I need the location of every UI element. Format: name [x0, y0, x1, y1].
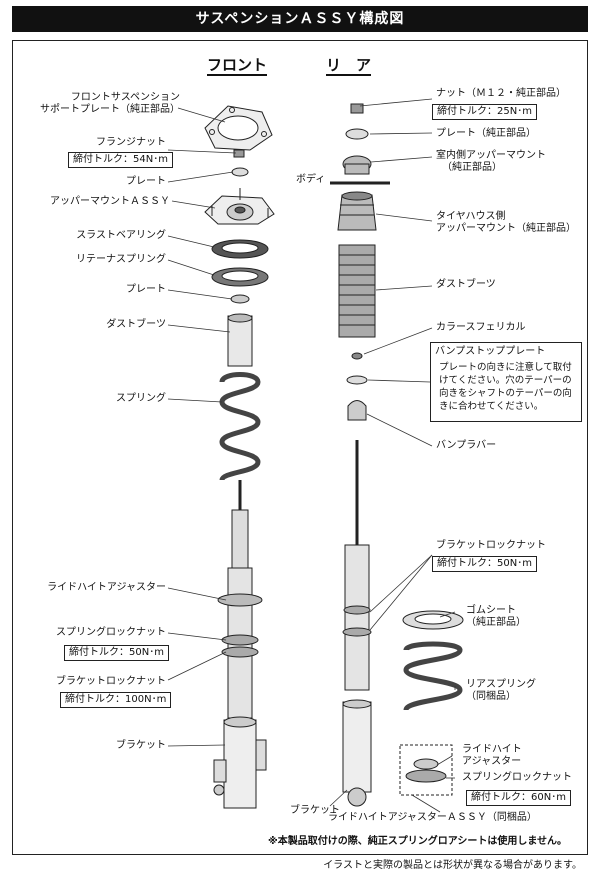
rear-inner-mount-label: 室内側アッパーマウント	[436, 150, 546, 161]
rear-tire-house-mount	[337, 191, 377, 231]
rear-rubber-sheet-label-2: （純正部品）	[466, 617, 526, 628]
front-retainer-spring	[211, 267, 269, 287]
rear-spring-label: リアスプリング	[466, 679, 536, 690]
front-bracket-label: ブラケット	[116, 740, 166, 751]
rear-column-header: リ ア	[326, 56, 372, 76]
front-upper-mount-label: アッパーマウントＡＳＳＹ	[50, 196, 170, 207]
front-plate1	[231, 167, 249, 177]
front-bracket-lock-nut-label: ブラケットロックナット	[56, 676, 166, 687]
front-thrust-bearing-label: スラストベアリング	[76, 230, 166, 241]
rear-bump-rubber-label: バンプラバー	[436, 440, 497, 451]
front-spring-lock-torque: 締付トルク：50N･m	[64, 645, 169, 661]
rear-rubber-sheet-label: ゴムシート	[466, 605, 516, 616]
rear-nut	[350, 103, 364, 114]
front-spring-label: スプリング	[116, 393, 166, 404]
rear-damper-body	[342, 544, 372, 691]
rear-inner-mount-label-2: （純正部品）	[442, 162, 502, 173]
rear-bracket	[342, 699, 372, 807]
front-support-plate-label: フロントサスペンション	[70, 92, 180, 103]
rear-dust-boot-label: ダストブーツ	[436, 279, 496, 290]
front-spring	[219, 372, 261, 482]
rear-bracket-lock-torque: 締付トルク：50N･m	[432, 556, 537, 572]
front-thrust-bearing	[211, 239, 269, 259]
front-damper-body	[217, 509, 263, 719]
front-dust-boot-label: ダストブーツ	[106, 319, 166, 330]
rear-ride-height-assy-label: ライドハイトアジャスターＡＳＳＹ（同梱品）	[328, 812, 537, 823]
front-support-plate-label-2: サポートプレート（純正部品）	[40, 104, 180, 115]
rear-spring-lock-torque: 締付トルク：60N･m	[466, 790, 571, 806]
rear-bracket-label: ブラケット	[290, 805, 340, 816]
rear-rubber-sheet	[402, 610, 464, 630]
front-plate2-label: プレート	[126, 284, 166, 295]
rear-collar-label: カラースフェリカル	[436, 322, 526, 333]
rear-dust-boot	[338, 244, 376, 338]
rear-nut-torque: 締付トルク：25N･m	[432, 104, 537, 120]
rear-plate	[345, 128, 369, 140]
rear-bump-rubber	[347, 400, 367, 421]
bump-stop-note-box: バンプストッププレート プレートの向きに注意して取付けてください。穴のテーパーの…	[430, 342, 582, 422]
bump-stop-plate-label: バンプストッププレート	[435, 346, 546, 357]
front-column-header: フロント	[207, 56, 268, 76]
front-support-plate	[204, 105, 273, 151]
rear-spring	[403, 641, 463, 712]
rear-ride-height-assy	[399, 744, 453, 796]
rear-ride-height-label-2: アジャスター	[462, 756, 522, 767]
rear-spring-lock-nut-label: スプリングロックナット	[462, 772, 572, 783]
rear-ride-height-label: ライドハイト	[462, 744, 522, 755]
rear-spring-label-2: （同梱品）	[466, 691, 516, 702]
rear-plate-label: プレート（純正部品）	[436, 128, 536, 139]
front-flange-nut-torque: 締付トルク：54N･m	[68, 152, 173, 168]
diagram-frame	[12, 40, 588, 855]
footnote: ※本製品取付けの際、純正スプリングロアシートは使用しません。	[268, 836, 568, 847]
rear-tire-house-label-2: アッパーマウント（純正部品）	[436, 223, 576, 234]
rear-nut-label: ナット（Ｍ１２・純正部品）	[436, 88, 566, 99]
rear-inner-mount	[342, 155, 372, 175]
rear-body-label: ボディ	[296, 174, 326, 185]
rear-tire-house-label: タイヤハウス側	[436, 211, 506, 222]
front-retainer-spring-label: リテーナスプリング	[76, 254, 166, 265]
front-plate1-label: プレート	[126, 176, 166, 187]
front-bracket-lock-torque: 締付トルク：100N･m	[60, 692, 172, 708]
front-spring-lock-nut-label: スプリングロックナット	[56, 627, 166, 638]
front-flange-nut	[233, 149, 245, 158]
front-upper-mount	[204, 188, 275, 225]
bottom-note: イラストと実際の製品とは形状が異なる場合があります。	[323, 860, 582, 871]
front-flange-nut-label: フランジナット	[96, 137, 166, 148]
rear-bracket-lock-nut-label: ブラケットロックナット	[436, 540, 546, 551]
front-ride-height-label: ライドハイトアジャスター	[47, 582, 166, 593]
rear-collar	[351, 352, 363, 360]
bump-stop-note-text: プレートの向きに注意して取付けてください。穴のテーパーの向きをシャフトのテーパー…	[439, 362, 572, 412]
diagram-title: サスペンションＡＳＳＹ構成図	[12, 6, 588, 32]
rear-bump-stop-plate	[346, 375, 368, 385]
front-bracket	[213, 716, 267, 809]
front-dust-boot	[227, 313, 253, 367]
front-plate2	[230, 294, 250, 304]
